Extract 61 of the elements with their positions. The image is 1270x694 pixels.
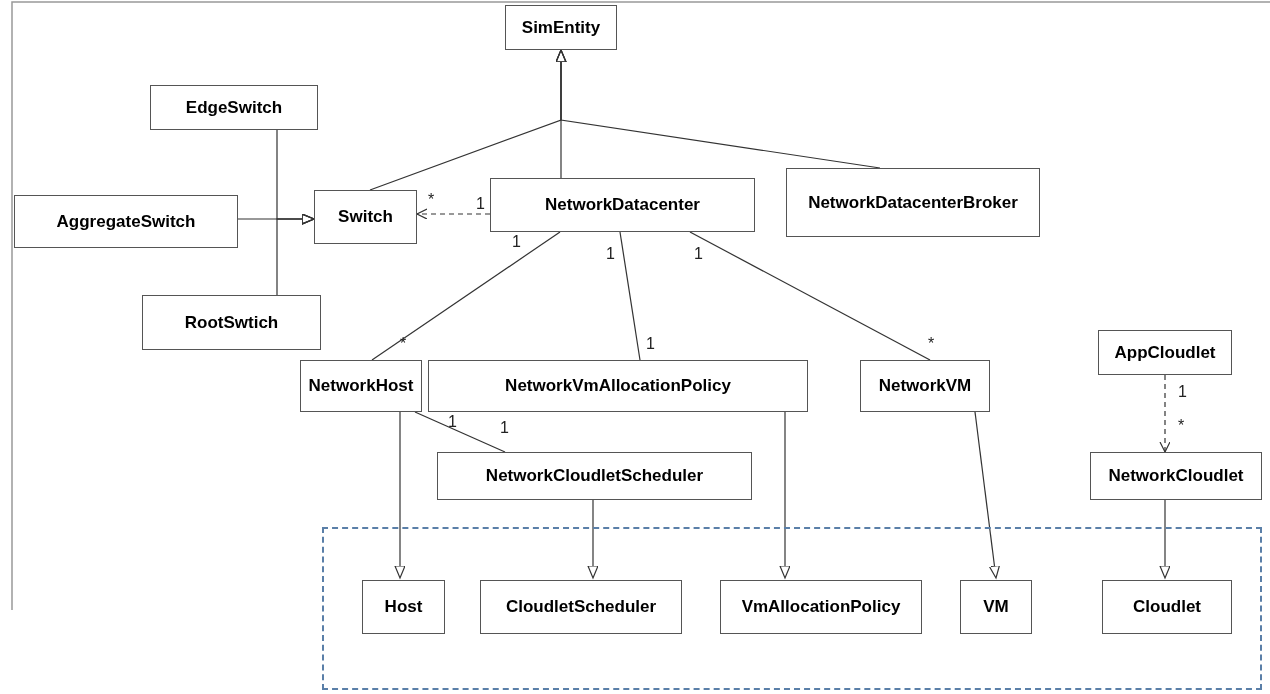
association-line (414, 411, 506, 453)
multiplicity-label: 1 (1178, 384, 1187, 400)
multiplicity-label: 1 (646, 336, 655, 352)
multiplicity-label: 1 (694, 246, 703, 262)
class-name: RootSwtich (184, 311, 279, 334)
class-name: NetworkHost (308, 375, 414, 398)
class-box (1090, 452, 1262, 500)
class-box (720, 580, 922, 634)
class-box (1098, 330, 1232, 375)
multiplicity-label: * (1178, 418, 1185, 434)
class-name: VmAllocationPolicy (741, 596, 901, 619)
class-name: SimEntity (521, 16, 601, 39)
multiplicity-label: * (428, 192, 435, 208)
dependency-arrow (1159, 374, 1171, 453)
class-box (362, 580, 445, 634)
class-name: AppCloudlet (1114, 341, 1216, 364)
multiplicity-label: * (928, 336, 935, 352)
class-box (437, 452, 752, 500)
class-box (480, 580, 682, 634)
class-box (960, 580, 1032, 634)
class-name: AggregateSwitch (56, 210, 196, 233)
class-name: CloudletScheduler (505, 596, 657, 619)
package-frame (322, 527, 1262, 690)
class-box (150, 85, 318, 130)
multiplicity-label: 1 (500, 420, 509, 436)
class-name: NetworkCloudletScheduler (485, 465, 704, 488)
generalization-arrow (1159, 499, 1171, 579)
class-box (428, 360, 808, 412)
multiplicity-label: 1 (606, 246, 615, 262)
class-box (14, 195, 238, 248)
association-line (619, 231, 641, 361)
generalization-arrow (779, 411, 791, 579)
class-name: Host (384, 596, 423, 619)
class-name: NetworkVmAllocationPolicy (505, 375, 731, 398)
generalization-arrow (394, 411, 406, 579)
class-name: NetworkCloudlet (1108, 465, 1244, 488)
class-box (300, 360, 422, 412)
class-name: EdgeSwitch (185, 96, 283, 119)
generalization-arrow (276, 213, 315, 296)
class-name: NetworkVM (878, 375, 972, 398)
class-name: NetworkDatacenterBroker (808, 191, 1018, 214)
class-box (314, 190, 417, 244)
dependency-arrow (416, 208, 491, 220)
class-box (860, 360, 990, 412)
association-line (689, 231, 931, 361)
class-box (1102, 580, 1232, 634)
class-name: VM (983, 596, 1009, 619)
class-name: NetworkDatacenter (545, 194, 700, 217)
multiplicity-label: 1 (512, 234, 521, 250)
class-box (505, 5, 617, 50)
class-box (142, 295, 321, 350)
multiplicity-label: * (400, 336, 407, 352)
class-name: Cloudlet (1133, 596, 1201, 619)
class-box (786, 168, 1040, 237)
association-line (371, 231, 561, 361)
generalization-arrow (974, 411, 1001, 579)
class-box (490, 178, 755, 232)
multiplicity-label: 1 (448, 414, 457, 430)
multiplicity-label: 1 (476, 196, 485, 212)
class-name: Switch (338, 206, 393, 229)
generalization-arrow (587, 499, 599, 579)
